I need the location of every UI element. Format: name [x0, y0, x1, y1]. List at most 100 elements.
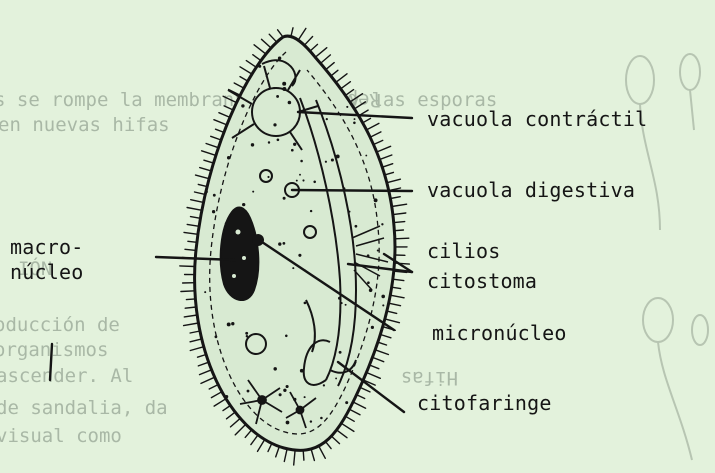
granule-dot	[283, 242, 286, 245]
cilium-stroke	[202, 151, 216, 156]
cilium-stroke	[209, 385, 218, 389]
granule-dot	[346, 106, 348, 108]
granule-dot	[286, 385, 289, 388]
label-micronucleo: micronúcleo	[432, 322, 567, 345]
cilium-stroke	[349, 409, 360, 415]
granule-dot	[208, 177, 211, 180]
label-vacuola-contractil: vacuola contráctil	[427, 108, 647, 131]
granule-dot	[353, 122, 356, 125]
granule-dot	[377, 250, 379, 252]
cilium-stroke	[393, 213, 406, 215]
granule-dot	[252, 191, 254, 193]
granule-dot	[302, 179, 304, 181]
granule-dot	[277, 138, 280, 141]
cilium-stroke	[190, 339, 202, 342]
cilium-stroke	[187, 224, 199, 226]
cilium-stroke	[190, 347, 204, 351]
cilium-stroke	[219, 113, 230, 118]
bleed-line-6: ascender. Al	[0, 365, 133, 387]
granule-dot	[213, 194, 216, 197]
cilium-stroke	[246, 61, 256, 68]
label-vacuola-digestiva: vacuola digestiva	[427, 179, 635, 202]
granule-dot	[205, 190, 208, 193]
cilium-stroke	[276, 447, 280, 457]
granule-dot	[382, 304, 384, 306]
granule-dot	[345, 401, 348, 404]
granule-dot	[283, 197, 286, 200]
cilium-stroke	[367, 123, 379, 129]
granule-dot	[245, 332, 248, 335]
cilium-stroke	[389, 303, 401, 306]
micronucleus-shape	[252, 234, 264, 246]
cilium-stroke	[390, 197, 400, 199]
cilium-stroke	[240, 67, 252, 74]
cilium-stroke	[387, 179, 401, 183]
cilium-stroke	[370, 365, 379, 369]
granule-dot	[354, 118, 356, 120]
granule-dot	[293, 143, 296, 146]
granule-dot	[299, 174, 301, 176]
cilium-stroke	[337, 430, 347, 438]
granule-dot	[276, 95, 279, 98]
granule-dot	[335, 377, 337, 379]
cilium-stroke	[214, 120, 227, 125]
cilium-stroke	[185, 307, 196, 308]
cilium-stroke	[390, 295, 404, 298]
granule-dot	[251, 143, 254, 146]
cilium-stroke	[234, 83, 244, 88]
cilium-stroke	[387, 311, 397, 313]
bleed-mirrored-2: Hifas	[401, 367, 458, 389]
cilium-stroke	[196, 175, 210, 179]
granule-dot	[241, 104, 244, 107]
cilium-stroke	[385, 319, 400, 323]
cilium-stroke	[200, 168, 212, 171]
bleed-line-2: en nuevas hifas	[0, 114, 170, 136]
granule-dot	[273, 367, 276, 370]
granule-dot	[288, 101, 292, 105]
cilium-stroke	[375, 350, 388, 355]
granule-dot	[268, 141, 270, 143]
cilium-stroke	[200, 370, 212, 375]
label-macronucleo-line2: núcleo	[10, 261, 83, 284]
cilium-stroke	[373, 357, 384, 361]
cilium-stroke	[254, 45, 266, 54]
granule-dot	[323, 384, 325, 386]
granule-dot	[258, 65, 261, 68]
granule-dot	[310, 420, 312, 422]
granule-dot	[296, 180, 298, 182]
granule-dot	[304, 302, 307, 305]
granule-dot	[215, 335, 218, 338]
granule-dot	[231, 322, 234, 325]
cilium-stroke	[311, 449, 314, 461]
cilium-stroke	[315, 48, 327, 58]
label-macronucleo-line1: macro-	[10, 236, 83, 259]
granule-dot	[292, 267, 294, 269]
cilium-stroke	[211, 392, 222, 398]
granule-dot	[267, 176, 269, 178]
cilium-stroke	[395, 238, 409, 239]
granule-dot	[291, 149, 294, 152]
cilium-stroke	[370, 132, 381, 137]
granule-dot	[326, 118, 328, 120]
cilium-stroke	[331, 436, 339, 444]
leader-vacuola-digestiva	[292, 190, 412, 191]
cilium-stroke	[187, 208, 202, 211]
granule-dot	[279, 393, 282, 396]
cilium-stroke	[284, 449, 287, 462]
cilium-stroke	[382, 164, 392, 168]
granule-dot	[331, 158, 334, 161]
cilium-stroke	[319, 446, 326, 458]
granule-dot	[310, 210, 312, 212]
cilium-stroke	[367, 373, 381, 379]
cilium-stroke	[258, 440, 265, 452]
granule-dot	[304, 396, 306, 398]
cilium-stroke	[251, 435, 258, 445]
label-citostoma: citostoma	[427, 270, 537, 293]
granule-dot	[367, 281, 370, 284]
cilium-stroke	[231, 418, 241, 427]
granule-dot	[374, 198, 378, 202]
granule-dot	[300, 160, 303, 163]
cilium-stroke	[321, 55, 331, 64]
